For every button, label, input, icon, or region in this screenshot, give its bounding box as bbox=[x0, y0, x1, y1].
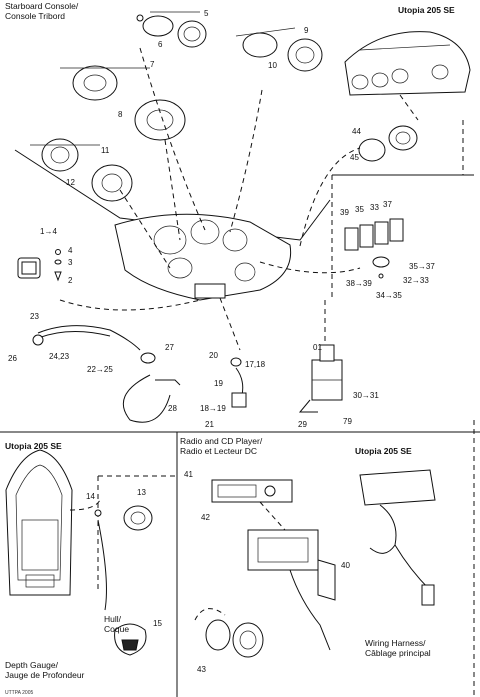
callout-22-25: 22→25 bbox=[87, 365, 113, 374]
callout-35-37: 35→37 bbox=[409, 262, 435, 271]
callout-35: 35 bbox=[355, 205, 364, 214]
console-housing bbox=[14, 47, 331, 301]
section-dividers bbox=[0, 120, 480, 697]
callout-27: 27 bbox=[165, 343, 174, 352]
utopia-dash bbox=[344, 31, 471, 121]
callout-32-33: 32→33 bbox=[403, 276, 429, 285]
label-hull-en: Hull/ bbox=[104, 614, 122, 624]
callout-01: 01 bbox=[313, 343, 322, 352]
gauge-group-9-10 bbox=[235, 27, 323, 72]
callout-26: 26 bbox=[8, 354, 17, 363]
callout-8: 8 bbox=[118, 110, 123, 119]
callout-34-35: 34→35 bbox=[376, 291, 402, 300]
switch-bank bbox=[259, 218, 404, 279]
callout-20: 20 bbox=[209, 351, 218, 360]
gauge-group-7-8 bbox=[60, 65, 186, 141]
switch-parts-2-4 bbox=[17, 249, 62, 282]
callout-12: 12 bbox=[66, 178, 75, 187]
harness-23-28 bbox=[32, 297, 241, 423]
header-radio-cd-fr: Radio et Lecteur DC bbox=[180, 446, 257, 456]
header-starboard-console-en: Starboard Console/ bbox=[5, 1, 79, 11]
callout-5: 5 bbox=[204, 9, 209, 18]
callout-14: 14 bbox=[86, 492, 95, 501]
header-utopia-left: Utopia 205 SE bbox=[5, 441, 62, 451]
label-depth-gauge-fr: Jauge de Profondeur bbox=[5, 670, 85, 680]
callouts: 5 6 9 10 7 8 11 12 1→4 4 3 2 44 45 39 35… bbox=[8, 9, 435, 674]
callout-18-19: 18→19 bbox=[200, 404, 226, 413]
gauge-group-5-6 bbox=[136, 11, 207, 48]
callout-21: 21 bbox=[205, 420, 214, 429]
parts-17-21 bbox=[230, 357, 247, 408]
label-depth-gauge-en: Depth Gauge/ bbox=[5, 660, 59, 670]
radio-cd-player bbox=[211, 479, 336, 651]
callout-79: 79 bbox=[343, 417, 352, 426]
callout-28: 28 bbox=[168, 404, 177, 413]
callout-24-23: 24,23 bbox=[49, 352, 70, 361]
callout-38-39: 38→39 bbox=[346, 279, 372, 288]
header-utopia-top: Utopia 205 SE bbox=[398, 5, 455, 15]
boat-outline bbox=[5, 449, 101, 596]
callout-44: 44 bbox=[352, 127, 361, 136]
parts-29-31 bbox=[298, 300, 343, 413]
callout-40: 40 bbox=[341, 561, 350, 570]
callout-39: 39 bbox=[340, 208, 349, 217]
callout-4: 4 bbox=[68, 246, 73, 255]
label-wiring-harness-en: Wiring Harness/ bbox=[365, 638, 426, 648]
callout-33: 33 bbox=[370, 203, 379, 212]
callout-6: 6 bbox=[158, 40, 163, 49]
callout-7: 7 bbox=[150, 60, 155, 69]
label-wiring-harness-fr: Câblage principal bbox=[365, 648, 431, 658]
callout-42: 42 bbox=[201, 513, 210, 522]
footer-code: UTTPA 2005 bbox=[5, 690, 33, 696]
header-radio-cd-en: Radio and CD Player/ bbox=[180, 436, 263, 446]
callout-9: 9 bbox=[304, 26, 309, 35]
gauge-group-44-45 bbox=[299, 125, 418, 247]
callout-41: 41 bbox=[184, 470, 193, 479]
header-starboard-console-fr: Console Tribord bbox=[5, 11, 65, 21]
callout-13: 13 bbox=[137, 488, 146, 497]
callout-17-18: 17,18 bbox=[245, 360, 266, 369]
callout-3: 3 bbox=[68, 258, 73, 267]
callout-19: 19 bbox=[214, 379, 223, 388]
callout-23: 23 bbox=[30, 312, 39, 321]
callout-1-4: 1→4 bbox=[40, 227, 57, 236]
callout-30-31: 30→31 bbox=[353, 391, 379, 400]
utopia-radio-mount bbox=[359, 469, 436, 606]
gauge-group-11-12 bbox=[30, 138, 133, 202]
callout-45: 45 bbox=[350, 153, 359, 162]
depth-gauge-parts bbox=[94, 505, 153, 656]
callout-11: 11 bbox=[101, 146, 110, 155]
callout-15: 15 bbox=[153, 619, 162, 628]
label-hull-fr: Coque bbox=[104, 624, 129, 634]
callout-43: 43 bbox=[197, 665, 206, 674]
header-utopia-right: Utopia 205 SE bbox=[355, 446, 412, 456]
callout-10: 10 bbox=[268, 61, 277, 70]
speaker-43 bbox=[194, 608, 264, 658]
callout-37: 37 bbox=[383, 200, 392, 209]
callout-29: 29 bbox=[298, 420, 307, 429]
callout-2: 2 bbox=[68, 276, 73, 285]
